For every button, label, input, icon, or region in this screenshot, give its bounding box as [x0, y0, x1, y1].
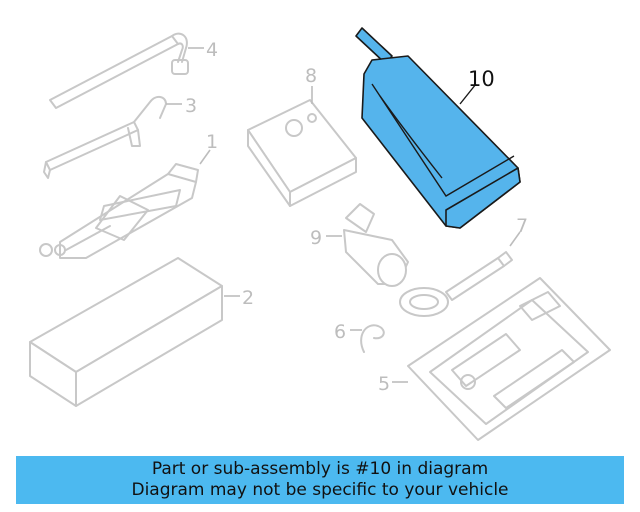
part-2-storage-box: 2 — [29, 257, 254, 407]
callout-7: 7 — [516, 215, 528, 237]
part-1-scissor-jack: 1 — [39, 131, 218, 259]
callout-9: 9 — [310, 227, 322, 249]
callout-1: 1 — [206, 131, 218, 153]
part-3-jack-handle: 3 — [43, 95, 197, 179]
callout-6: 6 — [334, 321, 346, 343]
part-4-lug-wrench: 4 — [49, 32, 218, 109]
part-5-foam-tray: 5 — [378, 277, 611, 441]
callout-8: 8 — [305, 65, 317, 87]
callout-leader-10 — [459, 83, 477, 105]
callout-leader-7 — [509, 231, 521, 247]
part-10-storage-bag-highlighted[interactable]: 10 — [355, 27, 521, 229]
callout-10[interactable]: 10 — [468, 67, 495, 91]
banner-line-2: Diagram may not be specific to your vehi… — [131, 480, 509, 500]
part-9-sealant-bottle: 9 — [310, 203, 409, 287]
info-banner: Part or sub-assembly is #10 in diagram D… — [16, 456, 624, 504]
part-7-towing-eye: 7 — [399, 215, 528, 317]
callout-leader-1 — [199, 149, 211, 165]
parts-diagram: 4 3 1 2 8 — [29, 27, 611, 441]
callout-4: 4 — [206, 39, 218, 61]
callout-3: 3 — [185, 95, 197, 117]
banner-line-1: Part or sub-assembly is #10 in diagram — [151, 459, 489, 479]
part-6-clip: 6 — [334, 321, 385, 353]
callout-5: 5 — [378, 373, 390, 395]
callout-2: 2 — [242, 287, 254, 309]
part-8-compressor: 8 — [247, 65, 357, 207]
